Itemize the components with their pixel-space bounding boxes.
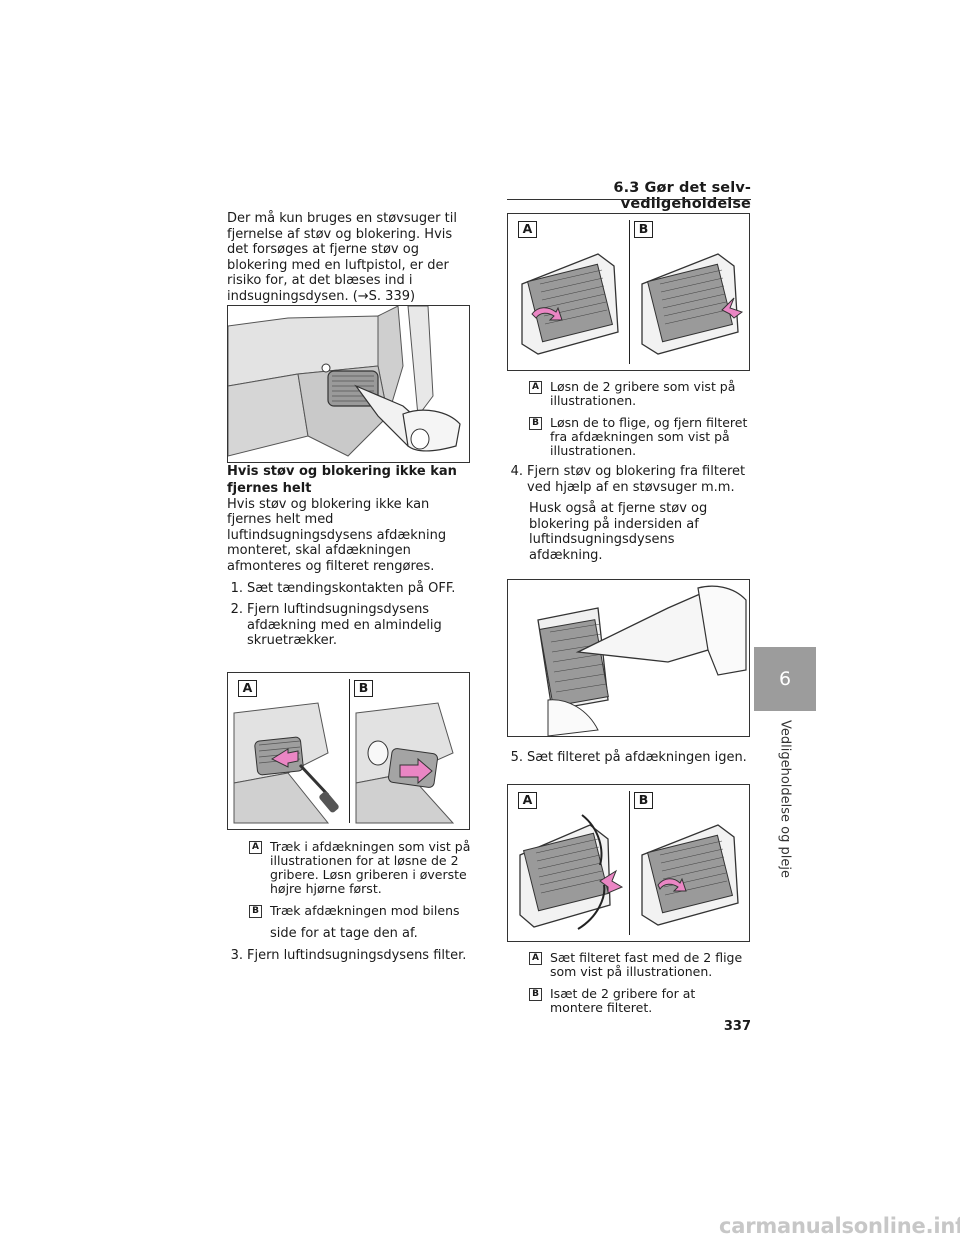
figure-install-filter: A B: [507, 784, 750, 943]
sub-step-b: B Isæt de 2 gribere for at montere filte…: [507, 987, 752, 1015]
sub-step-continuation: side for at tage den af.: [270, 925, 418, 941]
sub-step-text: Isæt de 2 gribere for at montere filtere…: [550, 986, 696, 1016]
label-box: B: [529, 988, 542, 1002]
sub-step-b: B Træk afdækningen mod bilens: [227, 902, 472, 918]
step-text: Sæt filteret på afdækningen igen.: [527, 749, 747, 765]
step-number: 1.: [230, 580, 243, 596]
label-box: B: [249, 904, 262, 918]
step-text: Fjern støv og blokering fra filteret ved…: [527, 464, 746, 495]
chapter-title-text: Vedligeholdelse og pleje: [777, 720, 793, 878]
subhead: Hvis støv og blokering ikke kan fjernes …: [227, 463, 457, 496]
step-text: Fjern luftindsugningsdysens filter.: [247, 947, 467, 963]
left-column: Der må kun bruges en støvsuger til fjern…: [227, 211, 472, 963]
chapter-tab: 6: [754, 647, 816, 711]
sub-step-b: B Løsn de to flige, og fjern filteret fr…: [507, 416, 752, 458]
panel-label-a: A: [518, 221, 537, 238]
step-4-note: Husk også at fjerne støv og blokering på…: [529, 501, 708, 563]
install-filter-illustration: [519, 814, 739, 931]
sub-step-text: Sæt filteret fast med de 2 flige som vis…: [550, 950, 743, 980]
step-text: Sæt tændingskontakten på OFF.: [247, 580, 456, 596]
sub-step-text: Løsn de 2 gribere som vist på illustrati…: [550, 379, 736, 408]
figure-release-filter: A B: [507, 213, 750, 371]
watermark: carmanualsonline.info: [719, 1214, 960, 1238]
header-rule: [507, 199, 751, 201]
step-2: 2. Fjern luftindsugningsdysens afdækning…: [227, 602, 472, 649]
panel-label-b: B: [634, 221, 653, 238]
remove-cover-illustration: [233, 702, 455, 824]
step-text: Fjern luftindsugningsdysens afdækning me…: [247, 602, 442, 649]
left-paragraph: Hvis støv og blokering ikke kan fjernes …: [227, 496, 447, 574]
section-header: 6.3 Gør det selv-vedligeholdelse: [613, 180, 751, 212]
step-number: 5.: [510, 749, 523, 765]
clean-filter-illustration: [537, 585, 747, 736]
step-1: 1. Sæt tændingskontakten på OFF.: [227, 581, 472, 597]
label-box: A: [529, 952, 542, 966]
vacuum-illustration: [228, 305, 461, 457]
figure-vacuum-nozzle: [227, 304, 470, 463]
panel-label-b: B: [634, 792, 653, 810]
chapter-title: Vedligeholdelse og pleje: [754, 711, 816, 887]
step-5: 5. Sæt filteret på afdækningen igen.: [507, 750, 752, 766]
panel-divider: [349, 678, 350, 823]
panel-divider: [629, 220, 630, 364]
label-box: A: [249, 840, 262, 854]
sub-step-text: Træk afdækningen mod bilens: [270, 902, 460, 918]
step-number: 4.: [510, 464, 523, 479]
sub-step-text: Løsn de to flige, og fjern filteret fra …: [550, 415, 748, 458]
step-number: 2.: [230, 602, 243, 618]
step-number: 3.: [230, 947, 243, 963]
release-filter-illustration: [521, 253, 744, 355]
sub-step-text: Træk i afdækningen som vist på illustrat…: [270, 838, 471, 896]
step-4: 4. Fjern støv og blokering fra filteret …: [507, 464, 752, 495]
panel-label-b: B: [354, 679, 373, 697]
right-column: A B A Løsn de 2 gribere som vist på illu…: [507, 211, 752, 1015]
label-box: B: [529, 417, 542, 430]
panel-label-a: A: [518, 792, 537, 810]
sub-step-a: A Træk i afdækningen som vist på illustr…: [227, 838, 472, 896]
figure-clean-filter: [507, 578, 750, 737]
panel-label-a: A: [238, 679, 257, 697]
page-number: 337: [723, 1019, 751, 1034]
sub-step-a: A Løsn de 2 gribere som vist på illustra…: [507, 380, 752, 408]
step-3: 3. Fjern luftindsugningsdysens filter.: [227, 948, 472, 964]
figure-remove-cover: A B: [227, 671, 470, 830]
panel-divider: [629, 791, 630, 936]
sub-step-a: A Sæt filteret fast med de 2 flige som v…: [507, 951, 752, 979]
label-box: A: [529, 381, 542, 394]
intro-paragraph: Der må kun bruges en støvsuger til fjern…: [227, 211, 457, 304]
